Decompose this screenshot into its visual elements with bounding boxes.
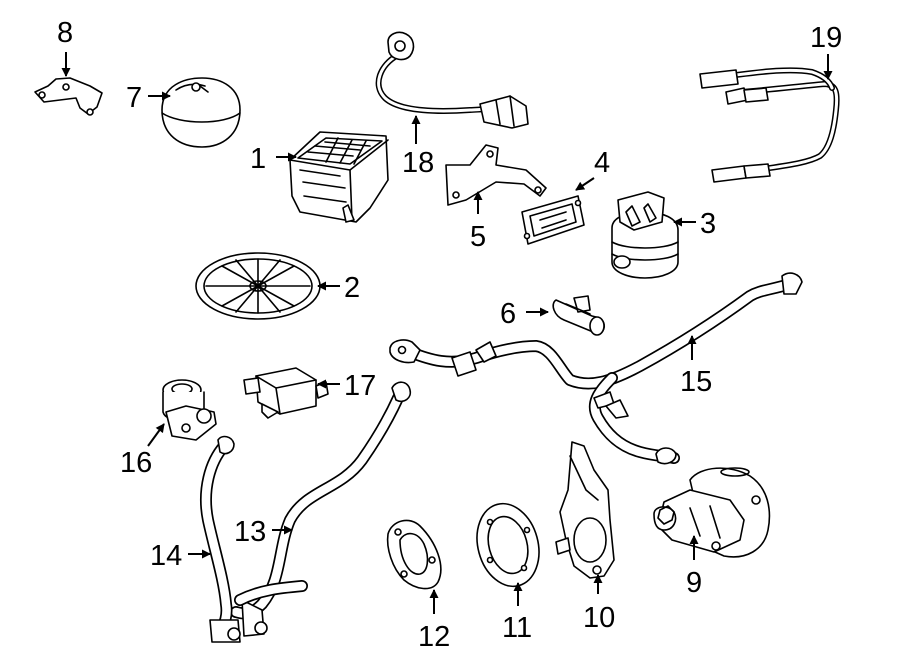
callout-18: 18 (402, 147, 434, 179)
callout-19: 19 (810, 22, 842, 54)
part-2-seal (195, 252, 321, 320)
callout-17: 17 (344, 370, 376, 402)
callout-3: 3 (700, 208, 716, 240)
callout-2: 2 (344, 272, 360, 304)
callout-4: 4 (594, 147, 610, 179)
callout-5: 5 (470, 221, 486, 253)
part-14-hose (199, 435, 308, 643)
part-5-bracket (445, 144, 547, 206)
callout-8: 8 (57, 17, 73, 49)
part-1-control-module (289, 131, 389, 223)
leader-lines (61, 52, 833, 614)
part-7-reservoir (161, 77, 241, 148)
part-15-pipe (389, 272, 803, 465)
part-4-gasket (521, 195, 585, 245)
callout-6: 6 (500, 298, 516, 330)
part-12-flange (386, 519, 442, 590)
callout-9: 9 (686, 567, 702, 599)
part-17-solenoid (243, 367, 329, 419)
part-11-gasket (476, 502, 540, 588)
leader-16 (147, 423, 165, 447)
callout-10: 10 (583, 602, 615, 634)
callout-11: 11 (502, 612, 532, 644)
leader-4 (575, 177, 595, 191)
part-19-sensor-harness (699, 67, 840, 183)
part-8-bracket (34, 77, 103, 116)
part-13-hose (230, 381, 412, 637)
callout-14: 14 (150, 540, 182, 572)
part-6-filter (552, 295, 606, 336)
callout-1: 1 (250, 143, 266, 175)
callout-7: 7 (126, 82, 142, 114)
part-16-check-valve (162, 379, 217, 441)
callout-12: 12 (418, 621, 450, 653)
callout-15: 15 (680, 366, 712, 398)
part-9-air-pump (653, 467, 771, 558)
part-10-bracket (555, 441, 615, 579)
callout-16: 16 (120, 447, 152, 479)
callout-labels: 1 2 3 4 5 6 7 8 9 10 11 12 13 14 15 16 1… (57, 17, 842, 653)
callout-13: 13 (234, 516, 266, 548)
part-18-harness (375, 31, 529, 129)
part-3-valve (611, 191, 679, 279)
